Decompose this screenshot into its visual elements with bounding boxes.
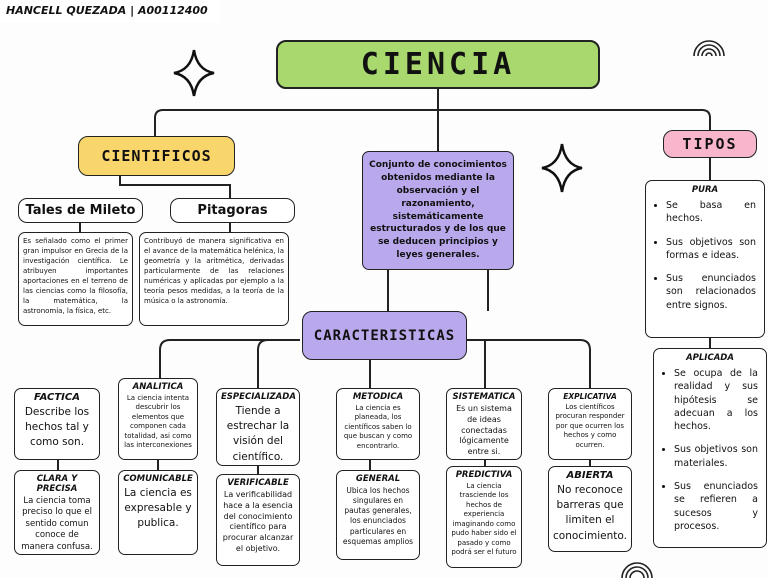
- list-item: Sus enunciados se refieren a sucesos y p…: [674, 480, 758, 533]
- card-text: La verificabilidad hace a la esencia del…: [222, 490, 294, 553]
- card-explicativa: EXPLICATIVA Los científicos procuran res…: [548, 388, 632, 460]
- scientist-text-pitagoras: Contribuyó de manera significativa en el…: [139, 232, 289, 326]
- card-text: Es un sistema de ideas conectadas lógica…: [456, 404, 512, 457]
- list-item: Se ocupa de la realidad y sus hipótesis …: [674, 367, 758, 433]
- card-title: SISTEMATICA: [452, 392, 516, 402]
- card-clara: CLARA Y PRECISA La ciencia toma preciso …: [14, 470, 100, 555]
- card-title: VERIFICABLE: [227, 478, 289, 488]
- scientist-text-tales: Es señalado como el primer gran impulsor…: [18, 232, 133, 326]
- card-text: La ciencia es planeada, los científicos …: [343, 404, 413, 450]
- tipo-aplicada-title: APLICADA: [686, 353, 734, 363]
- card-text: Tiende a estrechar la visión del científ…: [226, 405, 290, 463]
- title-box: CIENCIA: [276, 40, 600, 89]
- student-label: HANCELL QUEZADA | A00112400: [0, 0, 220, 22]
- tipo-aplicada-box: APLICADA Se ocupa de la realidad y sus h…: [653, 348, 767, 548]
- card-title: GENERAL: [355, 474, 401, 484]
- card-general: GENERAL Ubica los hechos singulares en p…: [336, 470, 420, 560]
- card-text: No reconoce barreras que limiten el cono…: [553, 484, 627, 542]
- rainbow-icon: [621, 562, 653, 578]
- caracteristicas-header: CARACTERISTICAS: [302, 311, 467, 360]
- list-item: Sus objetivos son formas e ideas.: [666, 236, 756, 263]
- card-abierta: ABIERTA No reconoce barreras que limiten…: [548, 466, 632, 552]
- card-text: Los científicos procuran responder por q…: [555, 403, 625, 449]
- card-title: FACTICA: [34, 392, 80, 403]
- card-title: CLARA Y PRECISA: [36, 474, 78, 494]
- sparkle-icon: [173, 49, 215, 97]
- list-item: Sus enunciados son relacionados entre si…: [666, 272, 756, 312]
- card-title: METODICA: [352, 392, 404, 402]
- card-title: EXPLICATIVA: [563, 392, 617, 401]
- card-text: La ciencia toma preciso lo que el sentid…: [21, 496, 93, 552]
- rainbow-icon: [693, 40, 725, 57]
- card-text: La ciencia trasciende los hechos de expe…: [451, 482, 517, 557]
- card-text: Ubica los hechos singulares en pautas ge…: [342, 486, 414, 546]
- card-title: ESPECIALIZADA: [221, 392, 296, 402]
- card-text: Describe los hechos tal y como son.: [24, 406, 90, 449]
- scientist-name-tales: Tales de Mileto: [18, 198, 143, 223]
- card-sistematica: SISTEMATICA Es un sistema de ideas conec…: [446, 388, 522, 460]
- sparkle-icon: [541, 143, 583, 193]
- card-title: COMUNICABLE: [123, 474, 193, 484]
- card-comunicable: COMUNICABLE La ciencia es expresable y p…: [118, 470, 198, 555]
- card-title: PREDICTIVA: [455, 470, 513, 480]
- card-metodica: METODICA La ciencia es planeada, los cie…: [336, 388, 420, 460]
- tipos-header: TIPOS: [663, 130, 757, 158]
- definition-box: Conjunto de conocimientos obtenidos medi…: [362, 151, 514, 270]
- card-text: La ciencia es expresable y publica.: [124, 487, 192, 530]
- card-analitica: ANALITICA La ciencia intenta descubrir l…: [118, 378, 198, 460]
- card-factica: FACTICA Describe los hechos tal y como s…: [14, 388, 100, 460]
- card-text: La ciencia intenta descubrir los element…: [124, 394, 192, 450]
- card-especializada: ESPECIALIZADA Tiende a estrechar la visi…: [216, 388, 300, 466]
- card-title: ABIERTA: [566, 470, 614, 481]
- definition-text: Conjunto de conocimientos obtenidos medi…: [369, 160, 507, 260]
- card-title: ANALITICA: [132, 382, 184, 392]
- card-predictiva: PREDICTIVA La ciencia trasciende los hec…: [446, 466, 522, 568]
- scientist-name-pitagoras: Pitagoras: [170, 198, 295, 223]
- list-item: Se basa en hechos.: [666, 199, 756, 226]
- cientificos-header: CIENTIFICOS: [78, 136, 235, 176]
- tipo-pura-title: PURA: [691, 185, 719, 195]
- tipo-pura-box: PURA Se basa en hechos. Sus objetivos so…: [645, 180, 765, 338]
- card-verificable: VERIFICABLE La verificabilidad hace a la…: [216, 474, 300, 566]
- list-item: Sus objetivos son materiales.: [674, 443, 758, 470]
